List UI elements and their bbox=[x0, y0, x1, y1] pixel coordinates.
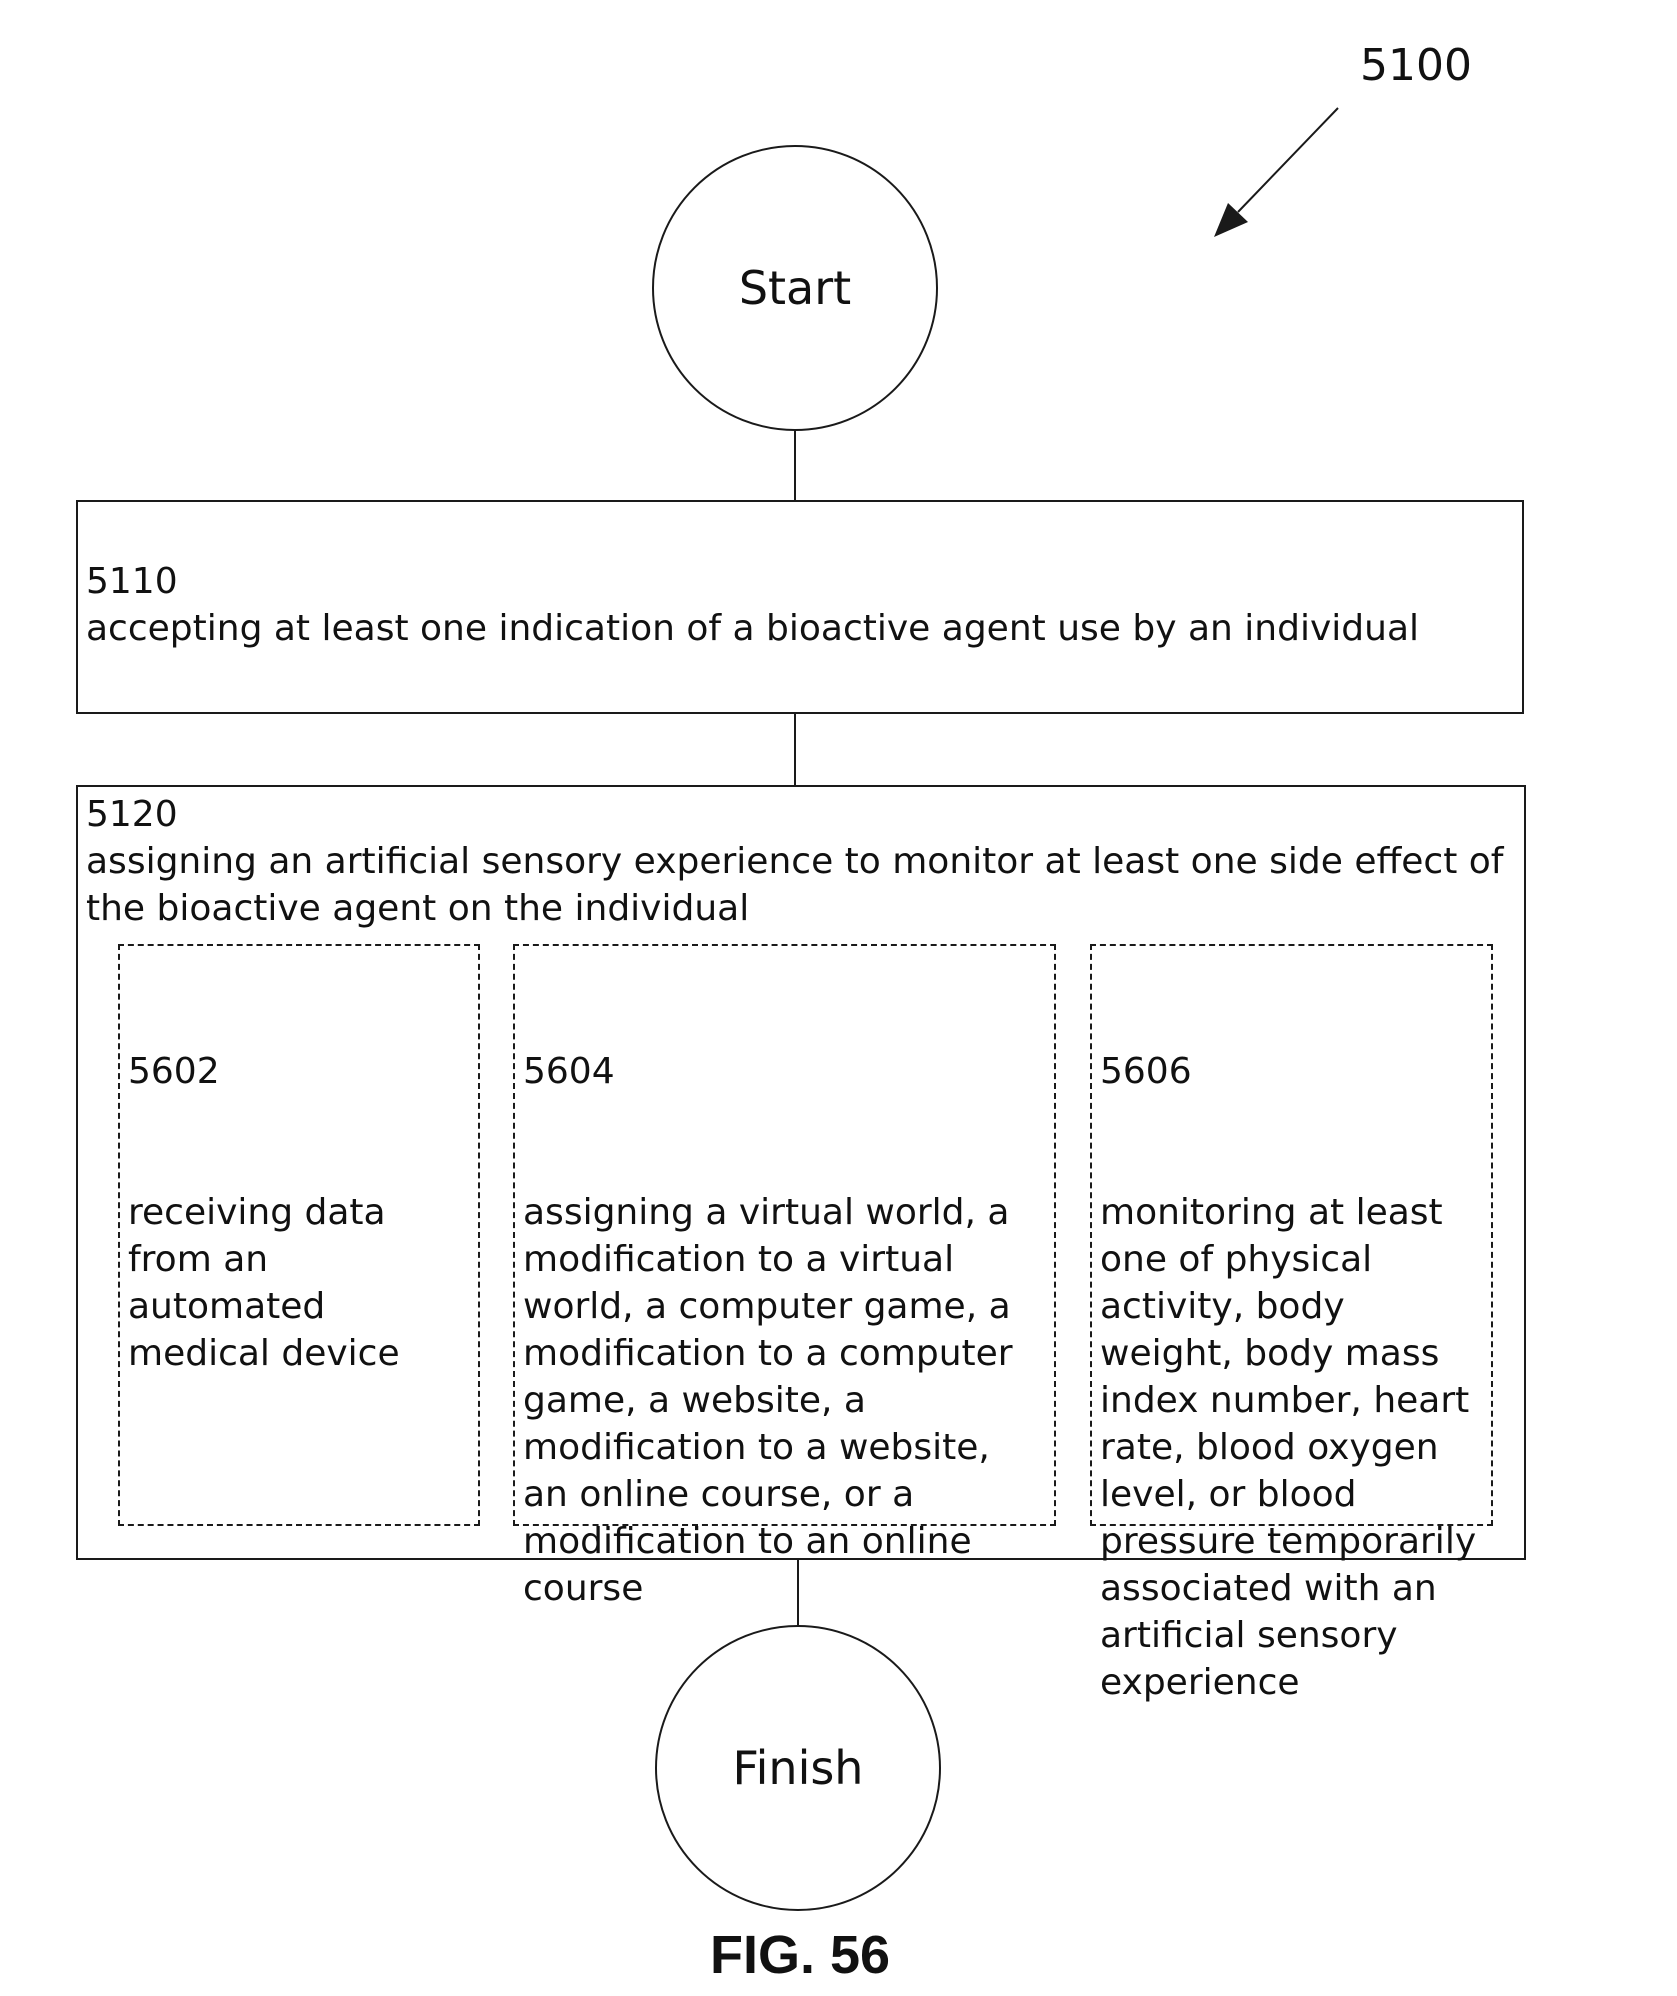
step-number-5120: 5120 bbox=[86, 791, 1516, 838]
step-number-5110: 5110 bbox=[86, 558, 1514, 605]
reference-arrow-shaft bbox=[1238, 108, 1338, 212]
finish-node: Finish bbox=[655, 1625, 941, 1911]
figure-caption: FIG. 56 bbox=[0, 1928, 1600, 1982]
step-text-5120-line-2: the bioactive agent on the individual bbox=[86, 885, 1516, 932]
substep-box-5606: 5606 monitoring at least one of physical… bbox=[1090, 944, 1493, 1526]
step-box-5120: 5120 assigning an artificial sensory exp… bbox=[76, 785, 1526, 1560]
substep-text-5602: receiving data from an automated medical… bbox=[128, 1189, 470, 1377]
step-box-5110: 5110 accepting at least one indication o… bbox=[76, 500, 1524, 714]
substep-text-5604: assigning a virtual world, a modificatio… bbox=[523, 1189, 1046, 1612]
finish-label: Finish bbox=[733, 1741, 864, 1795]
substep-box-5602: 5602 receiving data from an automated me… bbox=[118, 944, 480, 1526]
figure-reference-number: 5100 bbox=[1360, 44, 1472, 88]
substep-text-5606: monitoring at least one of physical acti… bbox=[1100, 1189, 1483, 1706]
start-label: Start bbox=[739, 261, 851, 315]
start-node: Start bbox=[652, 145, 938, 431]
substep-number-5602: 5602 bbox=[128, 1048, 470, 1095]
substep-number-5606: 5606 bbox=[1100, 1048, 1483, 1095]
substep-number-5604: 5604 bbox=[523, 1048, 1046, 1095]
step-text-5110: accepting at least one indication of a b… bbox=[86, 605, 1514, 652]
step-text-5120-line-1: assigning an artificial sensory experien… bbox=[86, 838, 1516, 885]
substep-box-5604: 5604 assigning a virtual world, a modifi… bbox=[513, 944, 1056, 1526]
